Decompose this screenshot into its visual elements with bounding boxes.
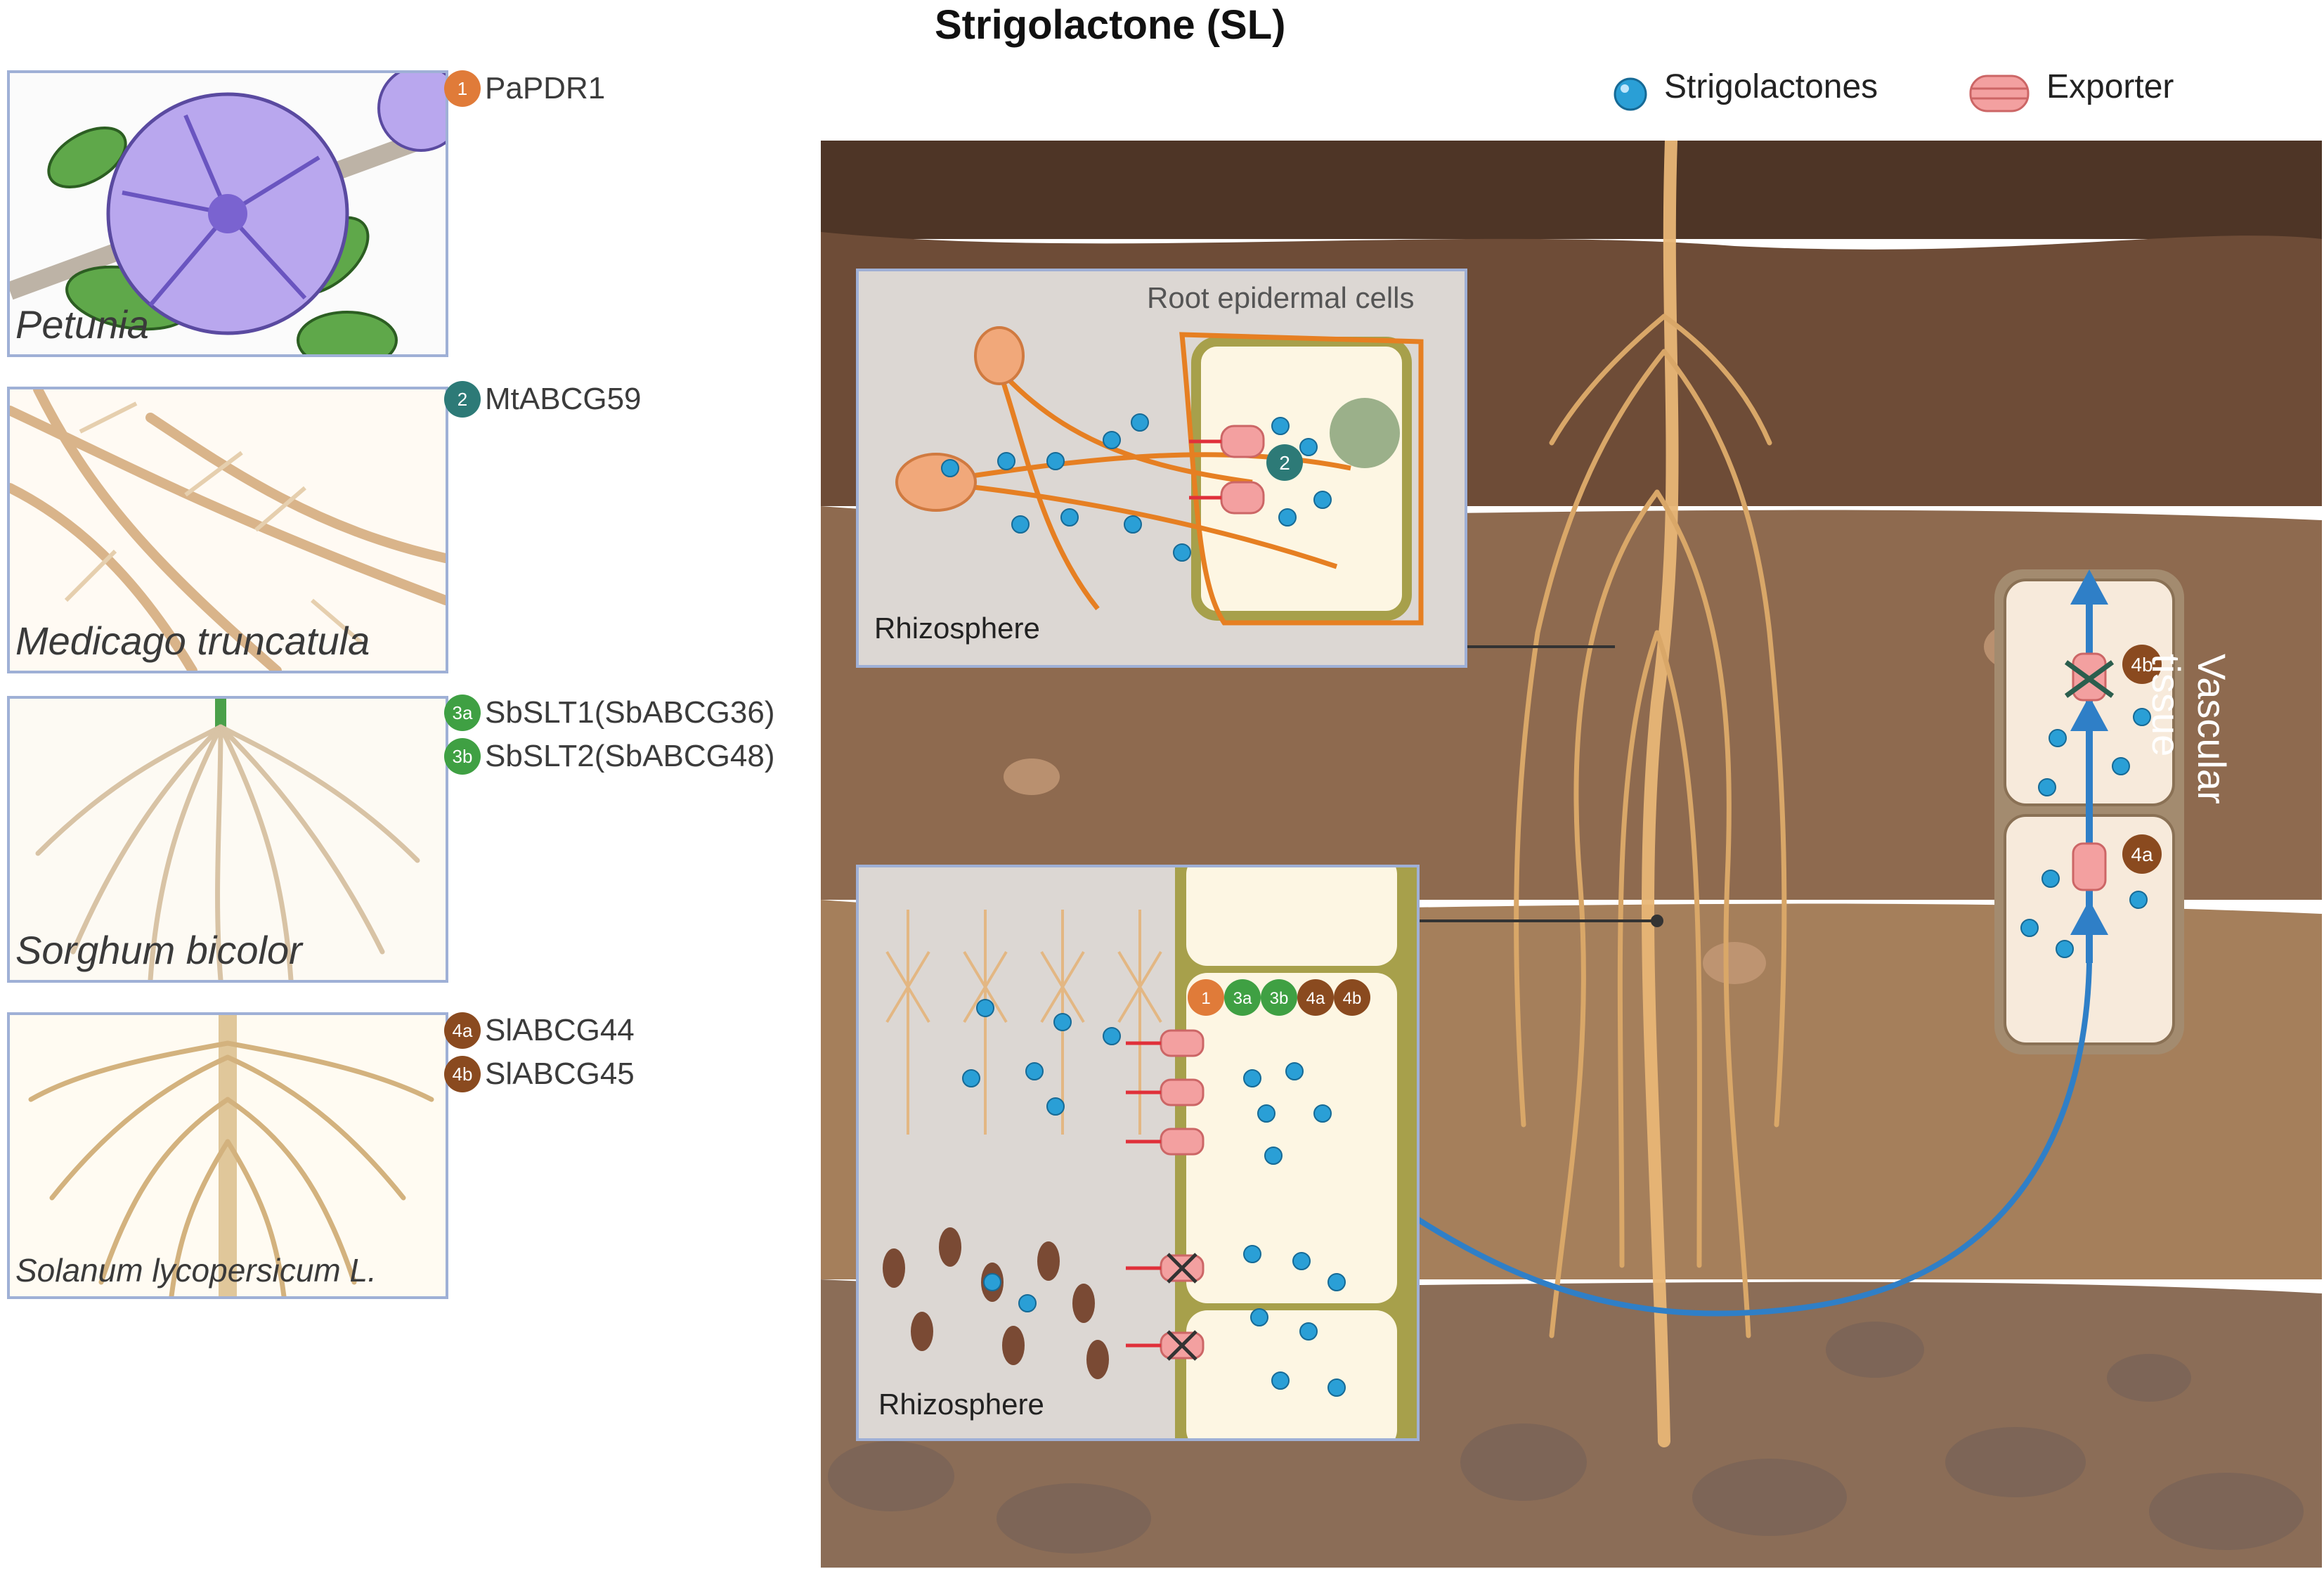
gene-name: PaPDR1 (485, 71, 606, 105)
legend-exporter-icon (1969, 75, 2030, 112)
gene-label: 4a SlABCG44 (444, 1012, 635, 1049)
vascular-tissue-label: Vascular tissue (2144, 654, 2234, 804)
species-sorghum: Sorghum bicolor (15, 928, 302, 972)
legend-strigolactones: Strigolactones (1664, 68, 1878, 105)
gene-label: 3a SbSLT1(SbABCG36) (444, 695, 774, 731)
sorghum-roots-illustration (10, 699, 446, 980)
gene-badge: 2 (444, 381, 481, 418)
row-badge: 4a (1306, 989, 1325, 1008)
solanum-roots-illustration (10, 1015, 446, 1296)
vascular-badge-4a: 4a (2131, 844, 2153, 865)
epidermal-title: Root epidermal cells (1147, 281, 1415, 314)
gene-label: 2 MtABCG59 (444, 381, 642, 418)
gene-name: SbSLT2(SbABCG48) (485, 739, 775, 773)
gene-name: SlABCG44 (485, 1013, 635, 1047)
inset-epidermal: 2 Root epidermal cells Rhizosphere (856, 269, 1467, 668)
species-petunia: Petunia (15, 302, 149, 347)
row-badge: 1 (1201, 989, 1210, 1008)
gene-name: SlABCG45 (485, 1057, 635, 1091)
petunia-illustration (10, 73, 446, 354)
row-badge: 3b (1270, 989, 1289, 1008)
panel-petunia: Petunia (7, 70, 448, 357)
panel-medicago: Medicago truncatula (7, 387, 448, 673)
panel-sorghum: Sorghum bicolor (7, 696, 448, 983)
vascular-badge-4b: 4b (2131, 654, 2153, 676)
legend-exporter: Exporter (2046, 68, 2174, 105)
figure-title: Strigolactone (SL) (935, 2, 1286, 48)
gene-badge: 3a (444, 695, 481, 731)
row-badge: 4b (1343, 989, 1362, 1008)
gene-badge: 4a (444, 1012, 481, 1049)
panel-solanum: Solanum lycopersicum L. (7, 1012, 448, 1299)
species-medicago: Medicago truncatula (15, 619, 370, 663)
row-badge: 3a (1233, 989, 1252, 1008)
epidermal-badge-2: 2 (1279, 452, 1290, 474)
inset-rhizosphere: 1 3a 3b 4a 4b Rhizosphere (856, 865, 1420, 1441)
epidermal-illustration: 2 (895, 326, 1424, 626)
legend-dot-icon (1614, 77, 1647, 111)
gene-badge: 1 (444, 70, 481, 107)
medicago-roots-illustration (10, 389, 446, 671)
gene-badge: 4b (444, 1056, 481, 1092)
rhizosphere-label-bottom: Rhizosphere (878, 1388, 1044, 1421)
species-solanum: Solanum lycopersicum L. (15, 1252, 377, 1289)
gene-name: MtABCG59 (485, 382, 642, 416)
rhizosphere-label-top: Rhizosphere (874, 612, 1040, 645)
gene-badge: 3b (444, 738, 481, 775)
gene-label: 4b SlABCG45 (444, 1056, 635, 1092)
rhizosphere-illustration: 1 3a 3b 4a 4b (883, 867, 1417, 1438)
gene-label: 1 PaPDR1 (444, 70, 605, 107)
gene-label: 3b SbSLT2(SbABCG48) (444, 738, 774, 775)
gene-name: SbSLT1(SbABCG36) (485, 695, 775, 730)
